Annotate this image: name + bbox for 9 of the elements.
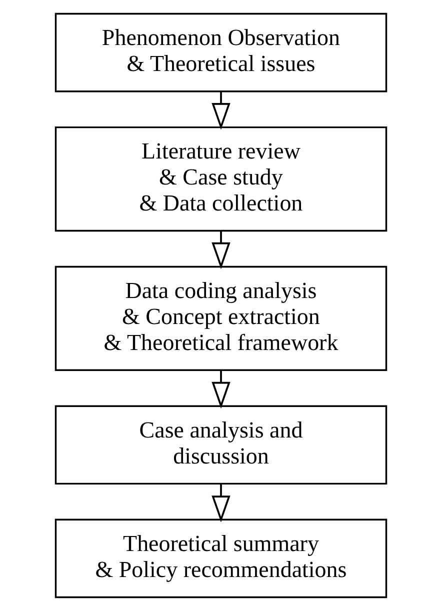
node-box: Theoretical summary & Policy recommendations	[54, 518, 388, 598]
node-box: Phenomenon Observation & Theoretical issues	[54, 12, 388, 92]
node-box: Literature review & Case study & Data collection	[54, 126, 388, 232]
node-box: Case analysis and discussion	[54, 405, 388, 485]
arrow	[212, 370, 230, 409]
arrow	[212, 92, 230, 130]
arrow	[212, 230, 230, 270]
node-box: Data coding analysis & Concept extraction & Theoretical framework	[54, 266, 388, 372]
arrow	[212, 484, 230, 522]
